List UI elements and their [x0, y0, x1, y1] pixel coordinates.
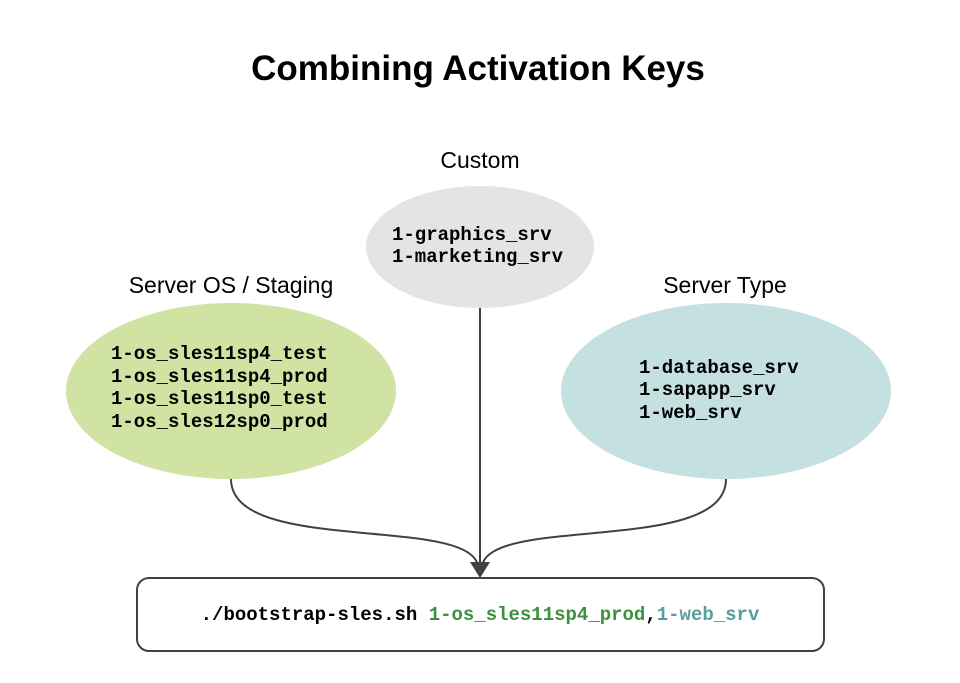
bootstrap-command: ./bootstrap-sles.sh 1-os_sles11sp4_prod,…: [201, 604, 760, 626]
os-group-label: Server OS / Staging: [129, 272, 334, 298]
type-group-label: Server Type: [663, 272, 787, 298]
type-connector: [481, 478, 727, 567]
os-key: 1-os_sles11sp4_test: [111, 343, 328, 365]
type-key: 1-sapapp_srv: [639, 379, 776, 401]
command-script: ./bootstrap-sles.sh: [201, 604, 429, 626]
command-box: [136, 577, 825, 652]
command-os-key: 1-os_sles11sp4_prod: [429, 604, 646, 626]
os-connector: [230, 478, 479, 567]
diagram-title: Combining Activation Keys: [251, 49, 705, 88]
arrowhead-icon: [470, 562, 490, 578]
os-key: 1-os_sles11sp0_test: [111, 388, 328, 410]
type-key: 1-web_srv: [639, 402, 742, 424]
type-ellipse: [561, 303, 891, 479]
os-key: 1-os_sles11sp4_prod: [111, 366, 328, 388]
custom-group-label: Custom: [440, 147, 519, 173]
custom-ellipse: [366, 186, 594, 308]
command-type-key: 1-web_srv: [657, 604, 760, 626]
type-key: 1-database_srv: [639, 357, 799, 379]
custom-key: 1-marketing_srv: [392, 246, 564, 268]
os-key: 1-os_sles12sp0_prod: [111, 411, 328, 433]
custom-key: 1-graphics_srv: [392, 224, 552, 246]
os-ellipse: [66, 303, 396, 479]
command-separator: ,: [645, 604, 656, 626]
